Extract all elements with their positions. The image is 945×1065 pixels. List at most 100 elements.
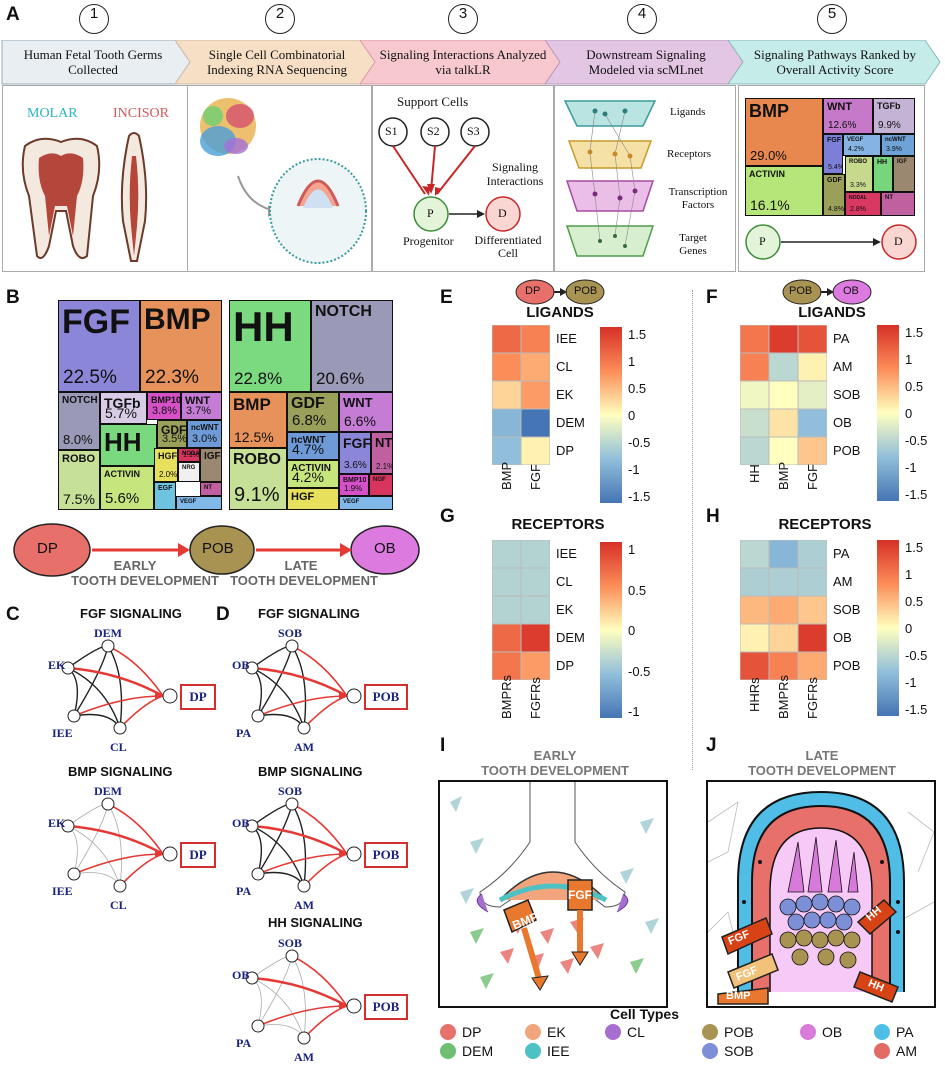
e-cell-dp-bmp: [492, 437, 521, 465]
b1-gdf-percent: 3.5%: [162, 433, 187, 445]
b2-vegf-name: VEGF: [343, 499, 360, 505]
b1-bmp-percent: 22.3%: [145, 367, 199, 388]
g-col-fgfrs: FGFRs: [527, 677, 543, 719]
a5-tgfb-percent: 9.9%: [878, 120, 901, 131]
b2-ncwnt-percent: 4.7%: [292, 441, 324, 457]
e-cell-cl-bmp: [492, 353, 521, 381]
legend-item-iee: IEE: [525, 1043, 570, 1059]
b1-hgf-percent: 2.0%: [159, 470, 178, 479]
h-tick-1: 1: [905, 567, 913, 582]
f-col-bmp: BMP: [775, 461, 791, 490]
i-fgf-label: FGF: [568, 888, 592, 902]
e-row-cl: CL: [556, 359, 573, 374]
c2-edge-to-target-2: [73, 853, 164, 875]
c2-arrowhead: [155, 850, 163, 858]
d3-edge-2-3: [257, 1024, 305, 1039]
g-cell-dem-bmprs: [492, 624, 521, 652]
c2-node-ek: [61, 819, 75, 833]
differentiated-cell-label: Differentiated Cell: [474, 233, 542, 260]
b1-nt: NT: [200, 482, 222, 496]
d3-node-pa: [251, 1019, 265, 1033]
c1-label-cl: CL: [110, 740, 127, 754]
d3-arrowhead: [339, 1002, 347, 1010]
d1-label-sob: SOB: [278, 626, 303, 640]
legend-label-pa: PA: [896, 1024, 914, 1040]
legend-swatch-ek: [525, 1024, 541, 1040]
b2-bmp10-name: BMP10: [343, 477, 367, 484]
a5-igf: IGF: [893, 156, 915, 192]
d2-label-ob: OB: [232, 816, 250, 830]
legend-title: Cell Types: [610, 1006, 679, 1022]
b1-bmp10-percent: 3.8%: [152, 405, 178, 417]
tooth-illustration: [21, 132, 148, 262]
d1-node-target: [346, 688, 362, 704]
g-cell-iee-bmprs: [492, 540, 521, 568]
b2-wnt-percent: 6.6%: [344, 413, 376, 429]
s1-label: S1: [385, 124, 398, 138]
separator: [692, 290, 693, 770]
h-cell-sob-hhrs: [740, 596, 769, 624]
h-cell-am-fgfrs: [798, 568, 827, 596]
a5-ncwnt-percent: 3.9%: [886, 146, 902, 153]
c2-node-cl: [113, 879, 127, 893]
c2-title: BMP SIGNALING: [68, 764, 173, 779]
i-title-tooth: TOOTH DEVELOPMENT: [481, 763, 629, 778]
d2-node-pa: [251, 867, 265, 881]
c2-edge-to-target-0: [107, 803, 164, 855]
e-tick-6: -1.5: [628, 489, 651, 504]
h-title: RECEPTORS: [778, 516, 872, 533]
panel-j-late-illustration: FGF FGF BMP HH HH: [706, 780, 936, 1008]
talklr-diagram: [378, 117, 521, 232]
b1-nodal-percent: 1.1%: [183, 452, 199, 459]
c1-node-dem: [101, 639, 115, 653]
step-number-1: 1: [79, 4, 109, 34]
step-title-2: Single Cell Combinatorial Indexing RNA S…: [206, 47, 348, 77]
f-cell-pob-hh: [740, 437, 769, 465]
d2-edge-2-3: [257, 871, 305, 887]
f-col-hh: HH: [746, 464, 762, 483]
h-col-hhrs: HHRs: [746, 677, 762, 712]
e-to-label: POB: [574, 285, 598, 297]
f-transition-icon: [782, 279, 872, 305]
e-col-fgf: FGF: [527, 464, 543, 490]
timeline-pob-label: POB: [202, 540, 234, 557]
a5-wnt-percent: 12.6%: [828, 120, 857, 131]
f-cell-am-hh: [740, 353, 769, 381]
d1-edge-0-3: [291, 645, 307, 729]
p-node-label: P: [427, 206, 434, 220]
a5-igf-name: IGF: [897, 159, 907, 165]
e-tick-4: -0.5: [628, 435, 651, 450]
f-cell-pob-fgf: [798, 437, 827, 465]
f-col-fgf: FGF: [804, 464, 820, 490]
h-colorbar: [877, 540, 899, 716]
b1-bmp-name: BMP: [144, 303, 211, 336]
d1-label-ob: OB: [232, 658, 250, 672]
h-cell-pa-fgfrs: [798, 540, 827, 568]
h-cell-ob-bmprs: [769, 624, 798, 652]
layer-ligands: Ligands: [670, 106, 706, 118]
d1-edge-to-target-2: [257, 695, 348, 717]
b2-notch-percent: 20.6%: [316, 369, 365, 388]
a5-nt-name: NT: [885, 195, 893, 201]
b1-nt-name: NT: [204, 485, 212, 491]
c1-node-iee: [67, 709, 81, 723]
late-tooth-dev-label: TOOTH DEVELOPMENT: [230, 573, 378, 588]
b1-tgfb-name: TGFb: [104, 395, 141, 411]
b2-hh-name: HH: [233, 303, 294, 350]
f-tick-5: -1: [905, 460, 917, 475]
h-cell-am-hhrs: [740, 568, 769, 596]
h-cell-pa-bmprs: [769, 540, 798, 568]
a5-bmp-percent: 29.0%: [750, 148, 787, 163]
